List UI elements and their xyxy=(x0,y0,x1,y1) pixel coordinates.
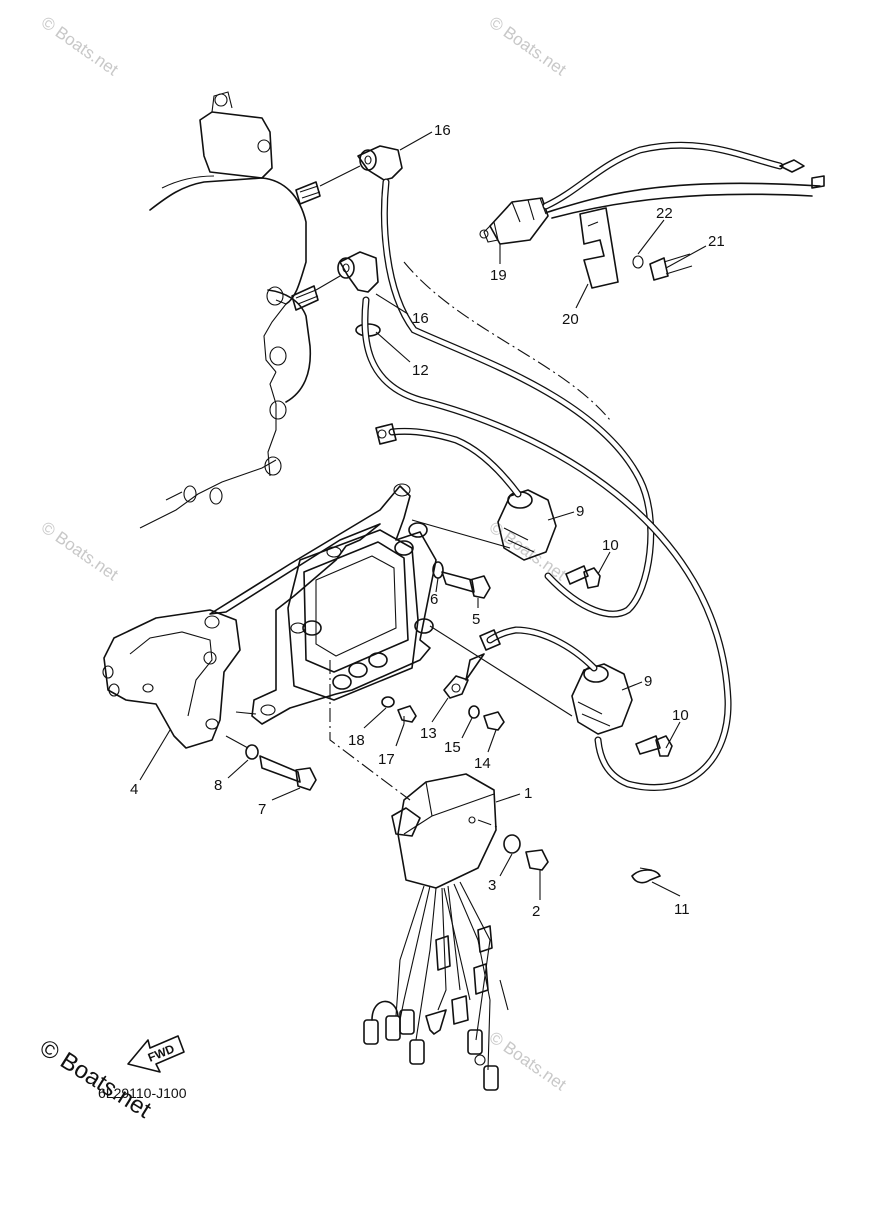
plug-cap-upper xyxy=(319,145,403,187)
callout-7: 7 xyxy=(258,801,266,818)
fasteners xyxy=(225,561,673,884)
mounting-bracket xyxy=(209,483,437,725)
callout-12: 12 xyxy=(412,362,429,379)
callout-6: 6 xyxy=(430,591,438,608)
corner-watermark: © Boats.net xyxy=(35,1034,156,1124)
ignition-coil-lower xyxy=(429,625,633,735)
callout-20: 20 xyxy=(562,311,579,328)
watermark-4: © Boats.net xyxy=(486,518,570,585)
high-tension-cables xyxy=(361,178,732,792)
engine-block-outline xyxy=(139,91,321,529)
callout-2: 2 xyxy=(532,903,540,920)
leader-lines xyxy=(139,131,707,900)
mount-bracket-4 xyxy=(102,609,257,749)
callout-1: 1 xyxy=(524,785,532,802)
callout-15: 15 xyxy=(444,739,461,756)
callout-labels: 16 16 12 22 21 19 20 9 10 6 5 9 10 13 15… xyxy=(130,122,725,920)
callout-16-upper: 16 xyxy=(434,122,451,139)
cdi-housing xyxy=(287,522,434,701)
callout-22: 22 xyxy=(656,205,673,222)
callout-16-lower: 16 xyxy=(412,310,429,327)
callout-8: 8 xyxy=(214,777,222,794)
callout-13: 13 xyxy=(420,725,437,742)
callout-3: 3 xyxy=(488,877,496,894)
plug-cap-lower xyxy=(315,251,381,337)
callout-5: 5 xyxy=(472,611,480,628)
cdi-unit xyxy=(329,660,509,1091)
callout-18: 18 xyxy=(348,732,365,749)
callout-9-lower: 9 xyxy=(644,673,652,690)
fwd-arrow: FWD xyxy=(127,1035,185,1073)
watermark-1: © Boats.net xyxy=(38,13,122,80)
callout-19: 19 xyxy=(490,267,507,284)
watermark-2: © Boats.net xyxy=(486,13,570,80)
switch-bracket xyxy=(579,207,693,289)
callout-4: 4 xyxy=(130,781,138,798)
neutral-switch xyxy=(479,141,825,245)
drawing-code: 6L29110-J100 xyxy=(98,1085,187,1101)
ignition-coil-upper xyxy=(375,423,557,561)
callout-14: 14 xyxy=(474,755,491,772)
callout-10-lower: 10 xyxy=(672,707,689,724)
callout-10-upper: 10 xyxy=(602,537,619,554)
callout-21: 21 xyxy=(708,233,725,250)
callout-9-upper: 9 xyxy=(576,503,584,520)
watermark-3: © Boats.net xyxy=(38,518,122,585)
callout-17: 17 xyxy=(378,751,395,768)
callout-11: 11 xyxy=(674,901,690,918)
